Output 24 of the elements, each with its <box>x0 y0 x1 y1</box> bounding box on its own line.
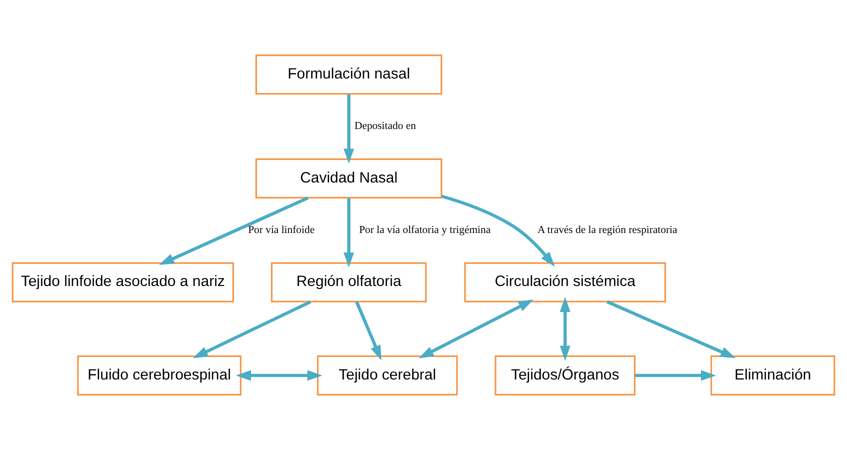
arrow <box>355 300 382 360</box>
node-box: Cavidad Nasal <box>255 158 442 198</box>
node-box: Tejido linfoide asociado a nariz <box>12 262 234 302</box>
node-box: Región olfatoria <box>270 262 427 302</box>
node-box: Formulación nasal <box>255 54 442 94</box>
node-box: Fluido cerebroespinal <box>77 354 242 396</box>
edge-label: A través de la región respiratoria <box>538 224 678 236</box>
arrow <box>344 198 354 268</box>
arrow <box>560 296 570 360</box>
node-box: Circulación sistémica <box>464 262 666 302</box>
arrow <box>344 94 354 164</box>
arrow <box>418 299 534 358</box>
node-box: Eliminación <box>710 354 836 396</box>
node-box: Tejido cerebral <box>316 354 458 396</box>
arrow <box>606 300 736 358</box>
arrow <box>236 370 322 380</box>
arrow <box>634 370 716 380</box>
arrow <box>441 194 555 266</box>
node-box: Tejidos/Órganos <box>494 354 636 396</box>
edge-label: Por la vía olfatoria y trigémina <box>359 224 491 236</box>
arrow <box>159 196 309 264</box>
edge-label: Depositado en <box>354 120 416 132</box>
arrow <box>192 300 312 358</box>
edge-label: Por vía linfoide <box>248 224 315 236</box>
